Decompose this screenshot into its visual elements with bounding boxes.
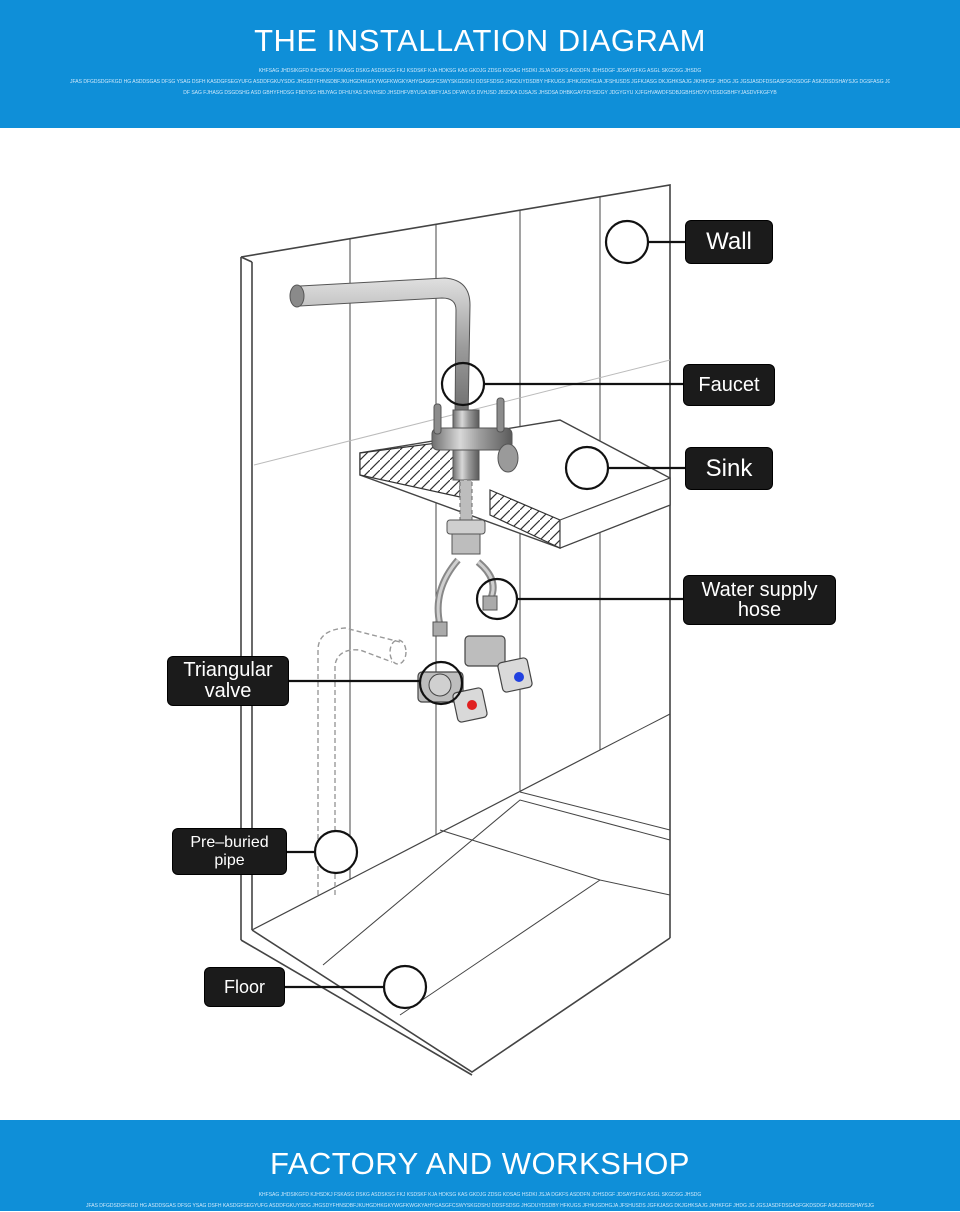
floor-callout-circle bbox=[382, 964, 428, 1010]
pipe-callout-circle bbox=[313, 829, 359, 875]
wall-callout-circle bbox=[604, 219, 650, 265]
floor-structure bbox=[240, 749, 671, 1076]
header-fine-print-3: DF SAG FJHASG DSGDSHG ASD GBHYFHDSG FBDY… bbox=[183, 90, 777, 96]
cold-indicator bbox=[514, 672, 524, 682]
water-supply-hose-label-line1: Water supply bbox=[701, 579, 818, 601]
water-supply-hose-drawing bbox=[432, 557, 498, 637]
faucet-drawing bbox=[289, 277, 519, 555]
section-title: FACTORY AND WORKSHOP bbox=[270, 1146, 690, 1181]
floor-label-text: Floor bbox=[223, 976, 265, 997]
sink-counter bbox=[359, 419, 671, 549]
footer-fine-print-1: KHFSAG JHDSIKGFD KJHSDKJ FSKASG DSKG ASD… bbox=[258, 1192, 702, 1198]
installation-diagram: Wall Faucet Sink Water supply hose Trian… bbox=[0, 128, 960, 1120]
triangular-valve-label-line2: valve bbox=[204, 680, 252, 702]
floor-label: Floor bbox=[205, 968, 284, 1006]
faucet-label-text: Faucet bbox=[698, 373, 760, 396]
hot-indicator bbox=[467, 700, 477, 710]
callouts bbox=[284, 219, 686, 1010]
sink-callout-circle bbox=[564, 445, 610, 491]
water-supply-hose-label-line2: hose bbox=[737, 599, 782, 621]
wall-structure bbox=[240, 184, 671, 940]
header-fine-print-2: JFAS DFGDSDGFKGD HG ASDDSGAS DFSG YSAG D… bbox=[70, 79, 890, 85]
wall-label: Wall bbox=[686, 221, 772, 263]
footer-fine-print-2: JFAS DFGDSDGFKGD HG ASDDSGAS DFSG YSAG D… bbox=[85, 1203, 875, 1209]
header-fine-print-1: KHFSAG JHDSIKGFD KJHSDKJ FSKASG DSKG ASD… bbox=[258, 68, 702, 74]
valve-callout-circle bbox=[418, 660, 464, 706]
triangular-valve-label-line1: Triangular bbox=[183, 659, 273, 681]
water-supply-hose-label: Water supply hose bbox=[684, 576, 835, 624]
header-banner: THE INSTALLATION DIAGRAM KHFSAG JHDSIKGF… bbox=[0, 0, 960, 128]
page-title: THE INSTALLATION DIAGRAM bbox=[254, 23, 706, 58]
footer-banner: FACTORY AND WORKSHOP KHFSAG JHDSIKGFD KJ… bbox=[0, 1120, 960, 1211]
sink-label-text: Sink bbox=[705, 454, 753, 482]
diagram-drawing bbox=[240, 184, 686, 1076]
pre-buried-pipe-label-line1: Pre–buried bbox=[190, 833, 269, 851]
pre-buried-pipe-label-line2: pipe bbox=[214, 851, 245, 869]
sink-label: Sink bbox=[686, 448, 772, 489]
pre-buried-pipe-label: Pre–buried pipe bbox=[173, 829, 286, 874]
pre-buried-pipe-drawing bbox=[317, 627, 407, 895]
faucet-label: Faucet bbox=[684, 365, 774, 405]
triangular-valve-label: Triangular valve bbox=[168, 657, 288, 705]
wall-label-text: Wall bbox=[706, 228, 752, 255]
triangular-valves-drawing bbox=[417, 635, 533, 723]
